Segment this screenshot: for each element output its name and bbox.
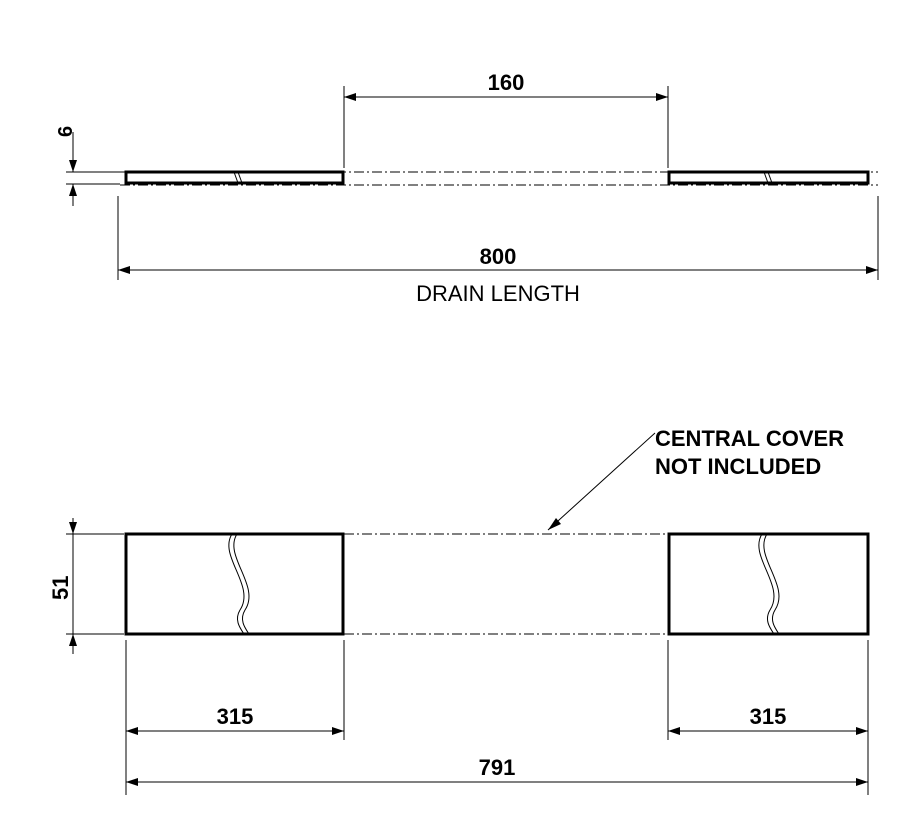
left-cover: [124, 532, 345, 636]
gap-label: 160: [488, 70, 525, 95]
left-break-line-1: [228, 533, 245, 635]
right-break-line-2: [763, 533, 780, 635]
height-label: 51: [48, 576, 73, 600]
overall-length-label: 791: [479, 755, 516, 780]
thickness-label: 6: [55, 126, 77, 137]
note-leader-line: [547, 432, 656, 531]
right-cover-length-label: 315: [750, 704, 787, 729]
length-label: 800: [480, 244, 517, 269]
note-line-2: NOT INCLUDED: [655, 454, 821, 479]
drain-length-caption: DRAIN LENGTH: [416, 281, 580, 306]
note-leader-arrowhead: [548, 518, 561, 530]
plan-view: 51 CENTRAL COVER NOT INCLUDED 315 315 79…: [48, 426, 870, 795]
side-view: 6 160 800 DRAIN LENGTH: [55, 70, 879, 306]
right-cover: [667, 532, 870, 636]
left-cover-length-label: 315: [217, 704, 254, 729]
note-line-1: CENTRAL COVER: [655, 426, 844, 451]
right-break-mark: [763, 171, 773, 184]
left-break-mark: [233, 171, 243, 184]
right-break-line-1: [758, 533, 775, 635]
left-break-line-2: [233, 533, 250, 635]
